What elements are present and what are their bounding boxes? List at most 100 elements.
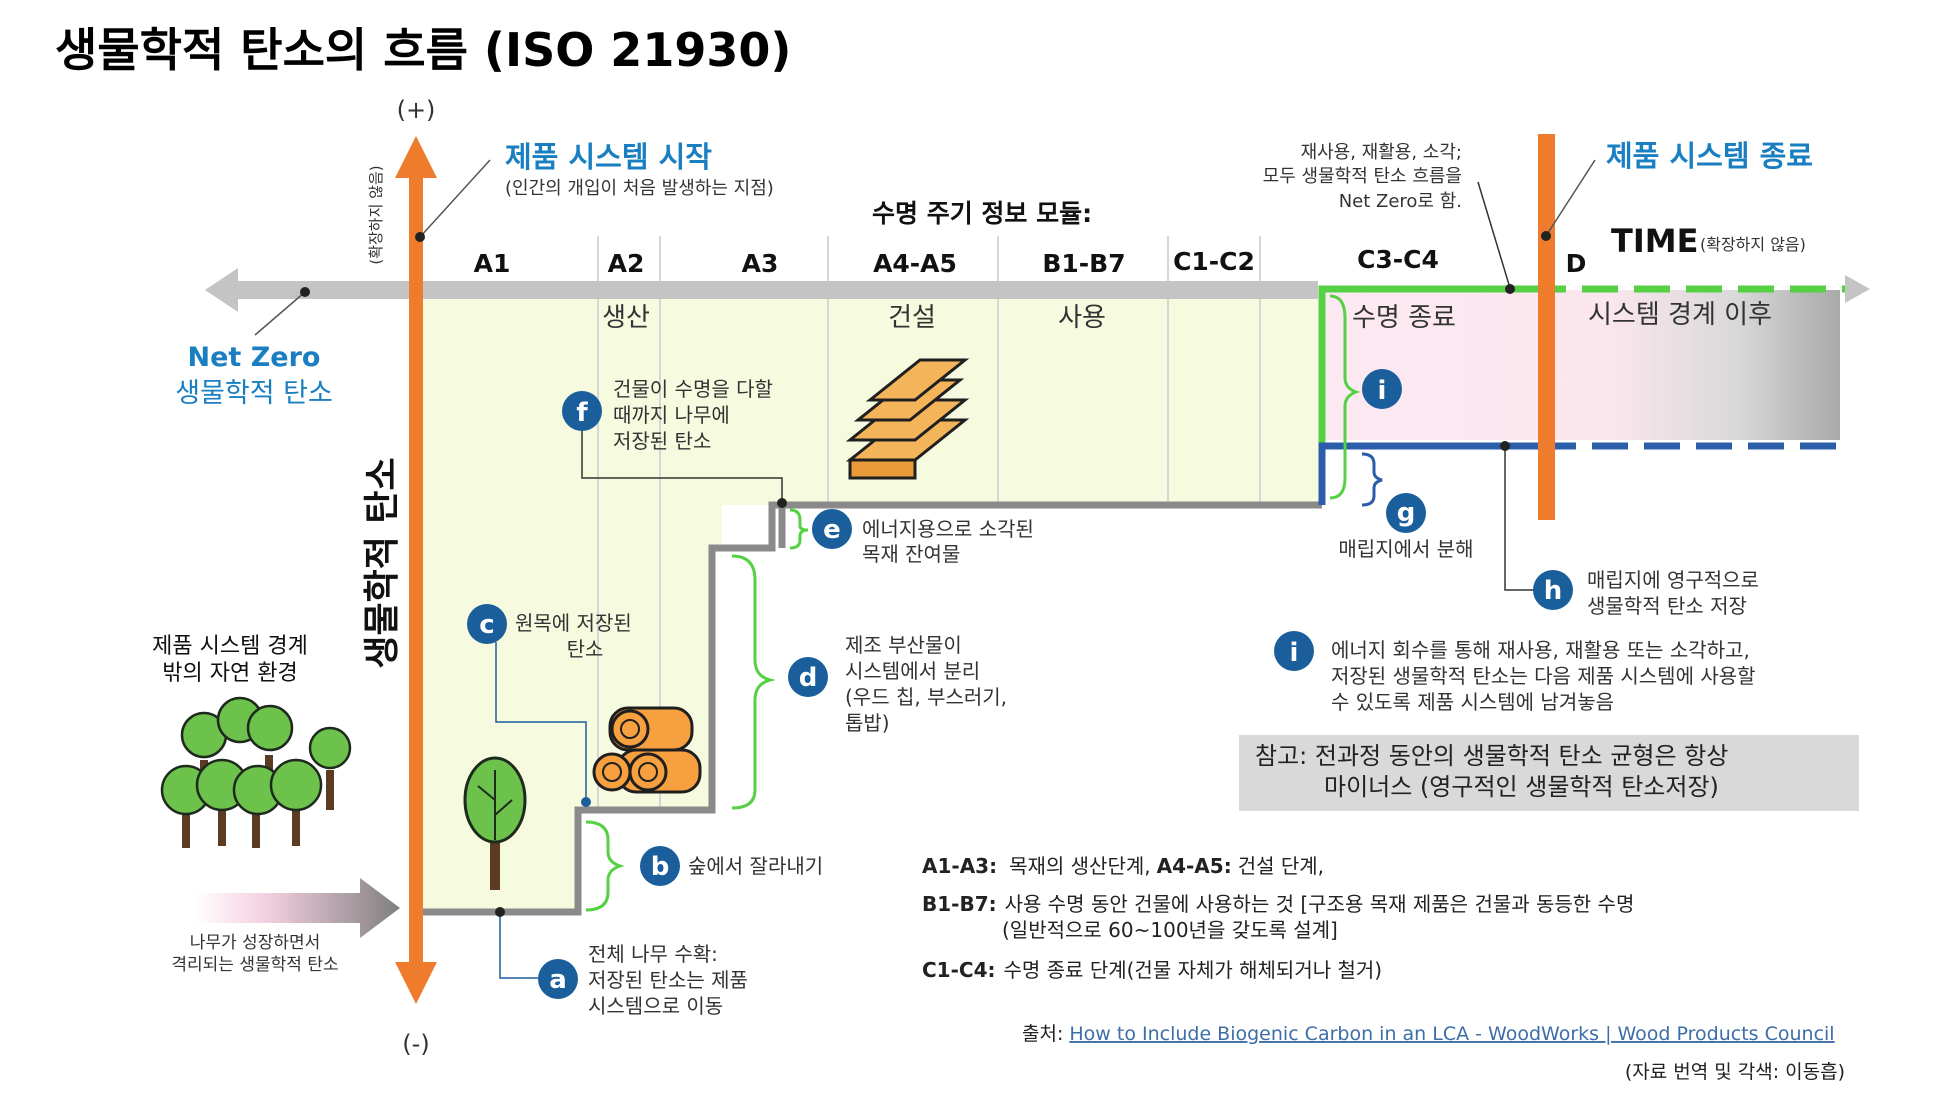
marker-c: c — [467, 604, 507, 644]
growth-arrow — [195, 878, 400, 938]
end-of-life-area — [1322, 290, 1840, 440]
svg-text:d: d — [799, 663, 818, 693]
nature-label-line2: 밖의 자연 환경 — [162, 661, 297, 686]
legend-line-2: B1-B7:사용 수명 동안 건물에 사용하는 것 [구조용 목재 제품은 건물… — [922, 892, 1634, 916]
legend-line-1: A1-A3:목재의 생산단계,A4-A5:건설 단계, — [922, 854, 1324, 878]
marker-b: b — [640, 846, 680, 886]
marker-i-top: i — [1362, 369, 1402, 409]
source-link[interactable]: How to Include Biogenic Carbon in an LCA… — [1069, 1023, 1834, 1045]
not-to-scale-vertical: (확장하지 않음) — [367, 165, 385, 264]
carbon-storage-area — [420, 296, 1322, 912]
brace-d — [731, 554, 776, 810]
end-of-life-green-line — [1318, 285, 1330, 505]
biogenic-carbon-axis — [395, 136, 437, 1004]
svg-text:g: g — [1397, 498, 1416, 528]
growth-label-line2: 격리되는 생물학적 탄소 — [171, 955, 338, 975]
note-box-line1: 참고: 전과정 동안의 생물학적 탄소 균형은 항상 — [1255, 742, 1728, 770]
svg-text:e: e — [823, 515, 841, 545]
marker-e-text-2: 목재 잔여물 — [862, 542, 960, 566]
marker-a: a — [538, 959, 578, 999]
module-a4-a5: A4-A5 — [873, 249, 957, 278]
svg-text:a: a — [549, 965, 567, 995]
system-end-title: 제품 시스템 종료 — [1606, 139, 1813, 173]
module-a2: A2 — [608, 249, 645, 278]
stage-end-of-life: 수명 종료 — [1352, 303, 1456, 333]
time-note: (확장하지 않음) — [1700, 235, 1806, 254]
system-end-line — [1538, 134, 1555, 520]
time-label: TIME — [1611, 222, 1698, 260]
marker-e: e — [812, 509, 852, 549]
marker-g: g — [1386, 493, 1426, 533]
top-note-line2: 모두 생물학적 탄소 흐름을 — [1263, 166, 1462, 187]
module-separators — [597, 236, 1261, 810]
nature-label-line1: 제품 시스템 경계 — [152, 634, 308, 659]
brace-i — [1329, 294, 1361, 500]
net-zero-label: Net Zero — [188, 342, 321, 373]
page-title: 생물학적 탄소의 흐름 (ISO 21930) — [55, 23, 791, 77]
brace-g — [1361, 452, 1383, 507]
marker-a-text-1: 전체 나무 수확: — [588, 942, 718, 966]
net-zero-sublabel: 생물학적 탄소 — [175, 378, 333, 409]
system-start-title: 제품 시스템 시작 — [505, 140, 712, 174]
marker-i: i — [1274, 631, 1314, 671]
marker-f-text-2: 때까지 나무에 — [613, 403, 730, 427]
marker-h-text-2: 생물학적 탄소 저장 — [1587, 594, 1747, 618]
note-box-line2: 마이너스 (영구적인 생물학적 탄소저장) — [1324, 773, 1719, 801]
svg-text:c: c — [479, 610, 494, 640]
note-box — [1239, 735, 1859, 811]
lumber-icon — [845, 358, 970, 480]
svg-text:i: i — [1290, 638, 1299, 668]
marker-d-text-1: 제조 부산물이 — [845, 633, 962, 657]
logs-icon — [592, 706, 702, 794]
marker-c-text-1: 원목에 저장된 — [515, 611, 632, 635]
marker-g-text-1: 매립지에서 분해 — [1338, 537, 1473, 561]
module-c1-c2: C1-C2 — [1173, 247, 1255, 276]
marker-h-text-1: 매립지에 영구적으로 — [1587, 568, 1759, 592]
stage-production: 생산 — [602, 303, 650, 333]
marker-c-text-2: 탄소 — [567, 637, 604, 661]
time-axis-arrow — [205, 268, 1318, 312]
forest-icon — [160, 696, 352, 848]
marker-e-text-1: 에너지용으로 소각된 — [862, 517, 1034, 541]
brace-e — [789, 508, 809, 550]
marker-h: h — [1533, 570, 1573, 610]
axis-plus-label: (+) — [397, 96, 436, 124]
marker-i-text-1: 에너지 회수를 통해 재사용, 재활용 또는 소각하고, — [1331, 638, 1750, 662]
marker-i-text-2: 저장된 생물학적 탄소는 다음 제품 시스템에 사용할 — [1331, 664, 1756, 688]
module-b1-b7: B1-B7 — [1042, 249, 1125, 278]
vertical-axis-label: 생물학적 탄소 — [362, 457, 403, 668]
marker-d-text-4: 톱밥) — [845, 711, 890, 735]
module-a3: A3 — [742, 249, 779, 278]
svg-text:h: h — [1544, 576, 1563, 606]
marker-d: d — [788, 657, 828, 697]
marker-b-text-1: 숲에서 잘라내기 — [688, 854, 823, 878]
marker-f: f — [562, 391, 602, 431]
brace-b — [585, 820, 625, 912]
tree-icon — [463, 756, 527, 890]
marker-f-text-1: 건물이 수명을 다할 — [613, 377, 773, 401]
translation-credit: (자료 번역 및 각색: 이동흡) — [1625, 1061, 1845, 1083]
marker-a-text-2: 저장된 탄소는 제품 — [588, 968, 748, 992]
top-note-line1: 재사용, 재활용, 소각; — [1301, 142, 1462, 163]
module-d: D — [1566, 249, 1587, 278]
svg-text:f: f — [576, 398, 588, 428]
marker-i-text-3: 수 있도록 제품 시스템에 남겨놓음 — [1331, 690, 1614, 714]
stage-beyond-boundary: 시스템 경계 이후 — [1588, 300, 1772, 330]
svg-text:i: i — [1378, 376, 1387, 406]
module-c3-c4: C3-C4 — [1357, 245, 1439, 274]
legend-line-3: (일반적으로 60~100년을 갖도록 설계] — [1002, 918, 1338, 942]
marker-f-text-3: 저장된 탄소 — [613, 429, 711, 453]
svg-text:b: b — [651, 852, 670, 882]
marker-d-text-2: 시스템에서 분리 — [845, 659, 980, 683]
axis-minus-label: (-) — [402, 1030, 429, 1058]
module-a1: A1 — [474, 249, 511, 278]
landfill-blue-line — [1318, 442, 1540, 505]
marker-d-text-3: (우드 칩, 부스러기, — [845, 685, 1007, 709]
legend-line-4: C1-C4:수명 종료 단계(건물 자체가 해체되거나 철거) — [922, 958, 1382, 982]
top-note-line3: Net Zero로 함. — [1339, 191, 1462, 212]
stage-use: 사용 — [1058, 303, 1106, 333]
source-line: 출처:How to Include Biogenic Carbon in an … — [1022, 1023, 1835, 1045]
system-start-subtitle: (인간의 개입이 처음 발생하는 지점) — [505, 178, 774, 199]
